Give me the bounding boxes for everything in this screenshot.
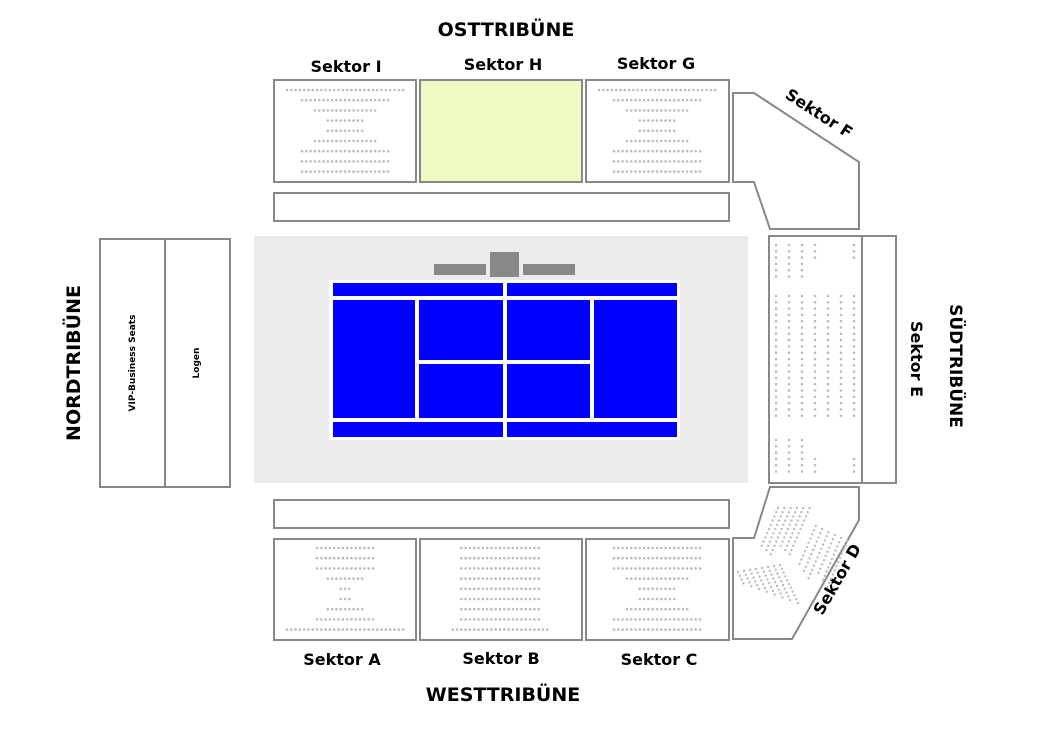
- sector-c-seats: [612, 546, 702, 631]
- sector-a-seats: [285, 546, 405, 631]
- sector-b-seats: [451, 546, 549, 631]
- sector-h-block[interactable]: [419, 79, 583, 183]
- sector-label-b: Sektor B: [462, 649, 539, 668]
- sector-i-seats: [285, 88, 405, 173]
- east-lower-block[interactable]: [273, 192, 730, 222]
- stand-label-west: WESTTRIBÜNE: [426, 682, 580, 706]
- players-bench-right: [523, 264, 575, 275]
- stand-label-east: OSTTRIBÜNE: [438, 17, 575, 41]
- sector-label-h: Sektor H: [464, 55, 543, 74]
- tennis-court: [329, 280, 680, 440]
- stand-label-south: SÜDTRIBÜNE: [945, 304, 967, 428]
- sector-label-g: Sektor G: [617, 54, 695, 73]
- west-upper-block[interactable]: [273, 499, 730, 529]
- sector-e-seats: [774, 243, 856, 473]
- logen-label: Logen: [192, 348, 202, 379]
- players-bench-left: [434, 264, 486, 275]
- vip-business-seats-block[interactable]: [99, 238, 166, 488]
- stand-label-north: NORDTRIBÜNE: [61, 285, 85, 441]
- sector-label-e: Sektor E: [907, 321, 926, 397]
- sector-label-c: Sektor C: [621, 650, 698, 669]
- sector-e-outer-block[interactable]: [861, 235, 897, 484]
- sector-d-block[interactable]: [732, 486, 860, 640]
- sector-label-a: Sektor A: [303, 650, 381, 669]
- sector-d-seats: [736, 506, 849, 605]
- sector-f-block[interactable]: [732, 92, 860, 230]
- sector-label-i: Sektor I: [310, 57, 381, 76]
- sector-g-seats: [597, 88, 717, 173]
- logen-block[interactable]: [164, 238, 231, 488]
- umpire-chair: [490, 252, 519, 277]
- vip-business-seats-label: VIP-Business Seats: [128, 315, 138, 412]
- sector-i-block[interactable]: [273, 79, 417, 183]
